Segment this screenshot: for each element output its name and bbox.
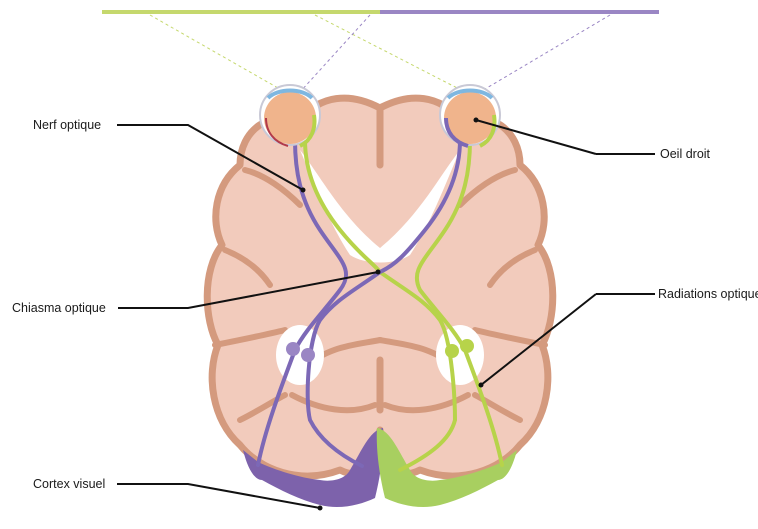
right-eye-label: Oeil droit [660, 147, 710, 161]
lgn-right-2 [460, 339, 474, 353]
optic-chiasm-label: Chiasma optique [12, 301, 106, 315]
lgn-right-1 [445, 344, 459, 358]
sight-lines [150, 15, 610, 92]
optic-radiations-label: Radiations optiques [658, 287, 758, 301]
lgn-left-2 [301, 348, 315, 362]
right-eye [440, 85, 500, 146]
brain [207, 98, 553, 476]
optic-nerve-label: Nerf optique [33, 118, 101, 132]
lgn-left-1 [286, 342, 300, 356]
left-eye [260, 85, 320, 146]
visual-cortex-label: Cortex visuel [33, 477, 105, 491]
